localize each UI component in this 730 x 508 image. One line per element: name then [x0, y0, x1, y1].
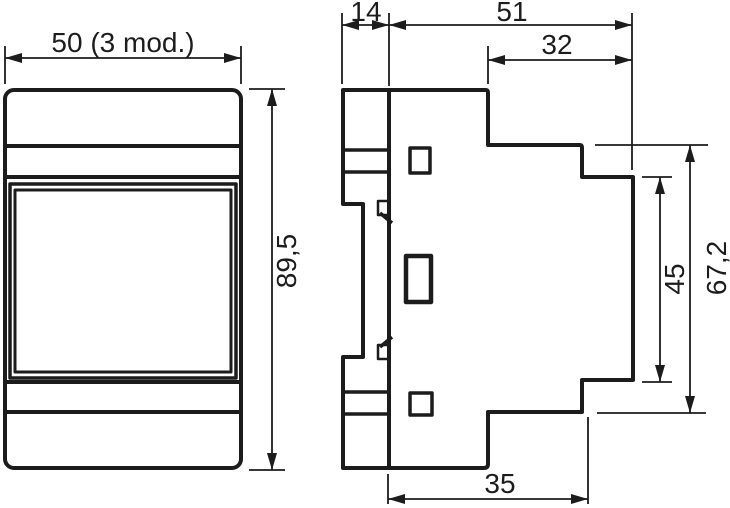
- arrow-left-icon: [342, 20, 359, 30]
- side-terminal-top: [408, 146, 432, 175]
- din-rail-clip-bottom: [376, 335, 394, 361]
- label-front-height: 89,5: [271, 234, 302, 289]
- arrow-left-icon: [388, 494, 405, 504]
- dim-front-height: [249, 88, 285, 471]
- dimension-annotations: [4, 13, 708, 504]
- arrow-down-icon: [267, 453, 277, 470]
- side-profile-outline: [341, 88, 635, 470]
- dim-side-upper-depth: [487, 46, 632, 84]
- arrow-down-icon: [685, 396, 695, 413]
- label-side-inner-height: 45: [659, 263, 690, 294]
- arrow-left-icon: [389, 20, 406, 30]
- side-terminal-middle: [403, 253, 434, 305]
- dim-side-bottom-depth: [387, 417, 589, 504]
- label-side-total-depth: 51: [496, 0, 527, 27]
- arrow-right-icon: [224, 53, 241, 63]
- label-side-front-height: 67,2: [701, 241, 730, 296]
- label-side-bottom-depth: 35: [484, 468, 515, 499]
- front-window-outer: [8, 182, 238, 380]
- label-side-upper-depth: 32: [541, 29, 572, 60]
- arrow-up-icon: [655, 177, 665, 194]
- arrow-up-icon: [685, 145, 695, 162]
- dim-side-total-depth: [389, 13, 633, 170]
- side-terminal-bottom: [408, 391, 434, 417]
- arrow-left-icon: [488, 55, 505, 65]
- arrow-right-icon: [372, 20, 389, 30]
- dim-side-front-height: [595, 144, 708, 414]
- dim-side-inner-height: [642, 176, 672, 383]
- label-front-width: 50 (3 mod.): [51, 27, 194, 58]
- dimension-labels: 50 (3 mod.) 89,5 14 51 32 45 67,2 35: [51, 0, 730, 499]
- din-rail-clip-top: [376, 199, 394, 225]
- front-body-outline: [3, 88, 243, 470]
- dim-front-width: [4, 46, 242, 84]
- arrow-right-icon: [571, 494, 588, 504]
- dim-side-back-depth: [341, 13, 390, 86]
- label-side-back-depth: 14: [350, 0, 381, 27]
- side-view: [341, 88, 635, 470]
- front-view: [3, 88, 243, 470]
- front-panel-lines: [4, 144, 242, 414]
- arrow-left-icon: [5, 53, 22, 63]
- arrow-right-icon: [615, 55, 632, 65]
- arrow-right-icon: [615, 20, 632, 30]
- arrow-down-icon: [655, 365, 665, 382]
- arrow-up-icon: [267, 89, 277, 106]
- front-window-inner: [13, 188, 233, 374]
- side-back-ribs: [343, 148, 389, 416]
